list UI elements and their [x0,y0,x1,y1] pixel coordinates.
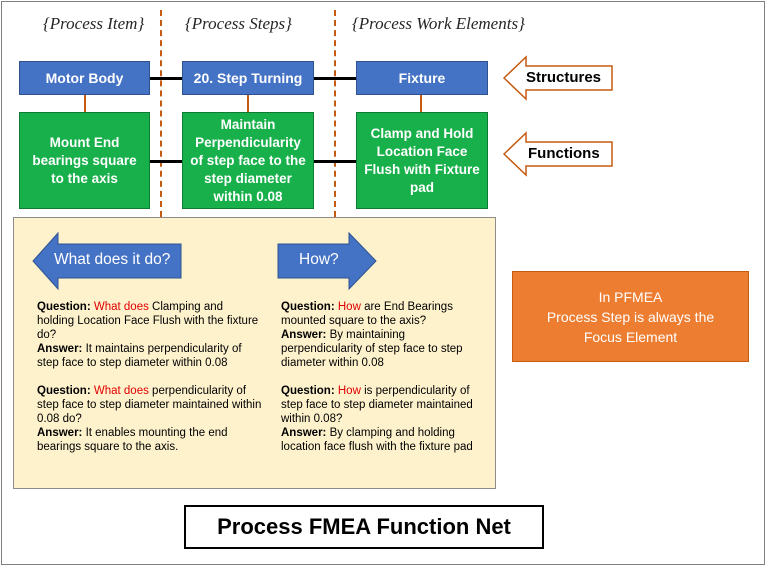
structure-process-item: Motor Body [19,61,150,95]
how-arrow: How? [277,231,377,291]
header-process-steps: {Process Steps} [185,14,292,33]
answer-text: It enables mounting the end bearings squ… [37,427,228,453]
function-process-item-line-1: Mount End [49,134,120,150]
left-block-arrow-icon [32,231,182,291]
function-process-item-line-2: bearings square [32,152,137,168]
function-work-element: Clamp and Hold Location Face Flush with … [356,112,488,209]
question-text: is perpendicularity of step face to step… [281,385,473,425]
answer-label: Answer: [281,329,327,341]
right-block-arrow-icon [277,231,377,291]
function-process-item-line-3: to the axis [51,170,118,186]
question-highlight: How [337,385,361,397]
answer-label: Answer: [281,427,327,439]
left-pointing-arrow-icon [502,55,613,101]
what-does-it-do-arrow: What does it do? [32,231,182,291]
function-work-element-line-3: Flush with Fixture [364,161,480,177]
what-does-it-do-label: What does it do? [54,251,171,268]
question-text: are End Bearings mounted square to the a… [281,301,453,327]
answer-text: It maintains perpendicularity of step fa… [37,343,242,369]
function-process-step-line-4: step diameter [204,170,292,186]
right-qa-column: Question: How are End Bearings mounted s… [281,300,481,454]
question-text: Clamping and holding Location Face Flush… [37,301,259,341]
link-element-structure-function [420,94,422,112]
right-qa-1: Question: How are End Bearings mounted s… [281,300,481,370]
question-label: Question: [281,385,335,397]
pfmea-note-line-1: In PFMEA [598,288,663,305]
dashed-divider-right [334,10,336,217]
function-process-step: Maintain Perpendicularity of step face t… [182,112,314,209]
structures-label: Structures [526,69,602,86]
structure-process-step: 20. Step Turning [182,61,314,95]
question-highlight: What does [93,301,149,313]
function-process-step-line-3: of step face to the [190,152,306,168]
question-label: Question: [37,385,91,397]
connector-structure-step-element [314,77,356,80]
structures-label-arrow: Structures [502,55,614,101]
how-label: How? [299,251,339,268]
question-label: Question: [37,301,91,313]
left-pointing-arrow-icon [502,131,613,177]
function-process-step-line-5: within 0.08 [213,188,283,204]
diagram-title: Process FMEA Function Net [184,505,544,549]
question-highlight: What does [93,385,149,397]
question-label: Question: [281,301,335,313]
functions-label: Functions [528,145,600,162]
connector-function-item-step [150,160,182,163]
link-step-structure-function [247,94,249,112]
answer-label: Answer: [37,427,83,439]
function-process-step-line-1: Maintain [220,116,276,132]
right-qa-2: Question: How is perpendicularity of ste… [281,384,481,454]
link-item-structure-function [84,94,86,112]
functions-label-arrow: Functions [502,131,614,177]
function-process-step-line-2: Perpendicularity [195,134,301,150]
function-work-element-line-4: pad [409,179,434,195]
header-process-work-elements: {Process Work Elements} [352,14,525,33]
question-highlight: How [337,301,361,313]
pfmea-note-line-2: Process Step is always the [546,308,715,325]
answer-text: By clamping and holding location face fl… [281,427,473,453]
left-qa-2: Question: What does perpendicularity of … [37,384,262,454]
dashed-divider-left [160,10,162,217]
function-work-element-line-2: Location Face [376,143,468,159]
connector-function-step-element [314,160,356,163]
connector-structure-item-step [150,77,182,80]
header-process-item: {Process Item} [43,14,145,33]
question-text: perpendicularity of step face to step di… [37,385,262,425]
left-qa-1: Question: What does Clamping and holding… [37,300,262,370]
pfmea-note: In PFMEA Process Step is always the Focu… [512,271,749,362]
answer-text: By maintaining perpendicularity of step … [281,329,463,369]
function-work-element-line-1: Clamp and Hold [370,125,474,141]
structure-work-element: Fixture [356,61,488,95]
pfmea-note-line-3: Focus Element [583,328,678,345]
answer-label: Answer: [37,343,83,355]
function-process-item: Mount End bearings square to the axis [19,112,150,209]
left-qa-column: Question: What does Clamping and holding… [37,300,262,454]
